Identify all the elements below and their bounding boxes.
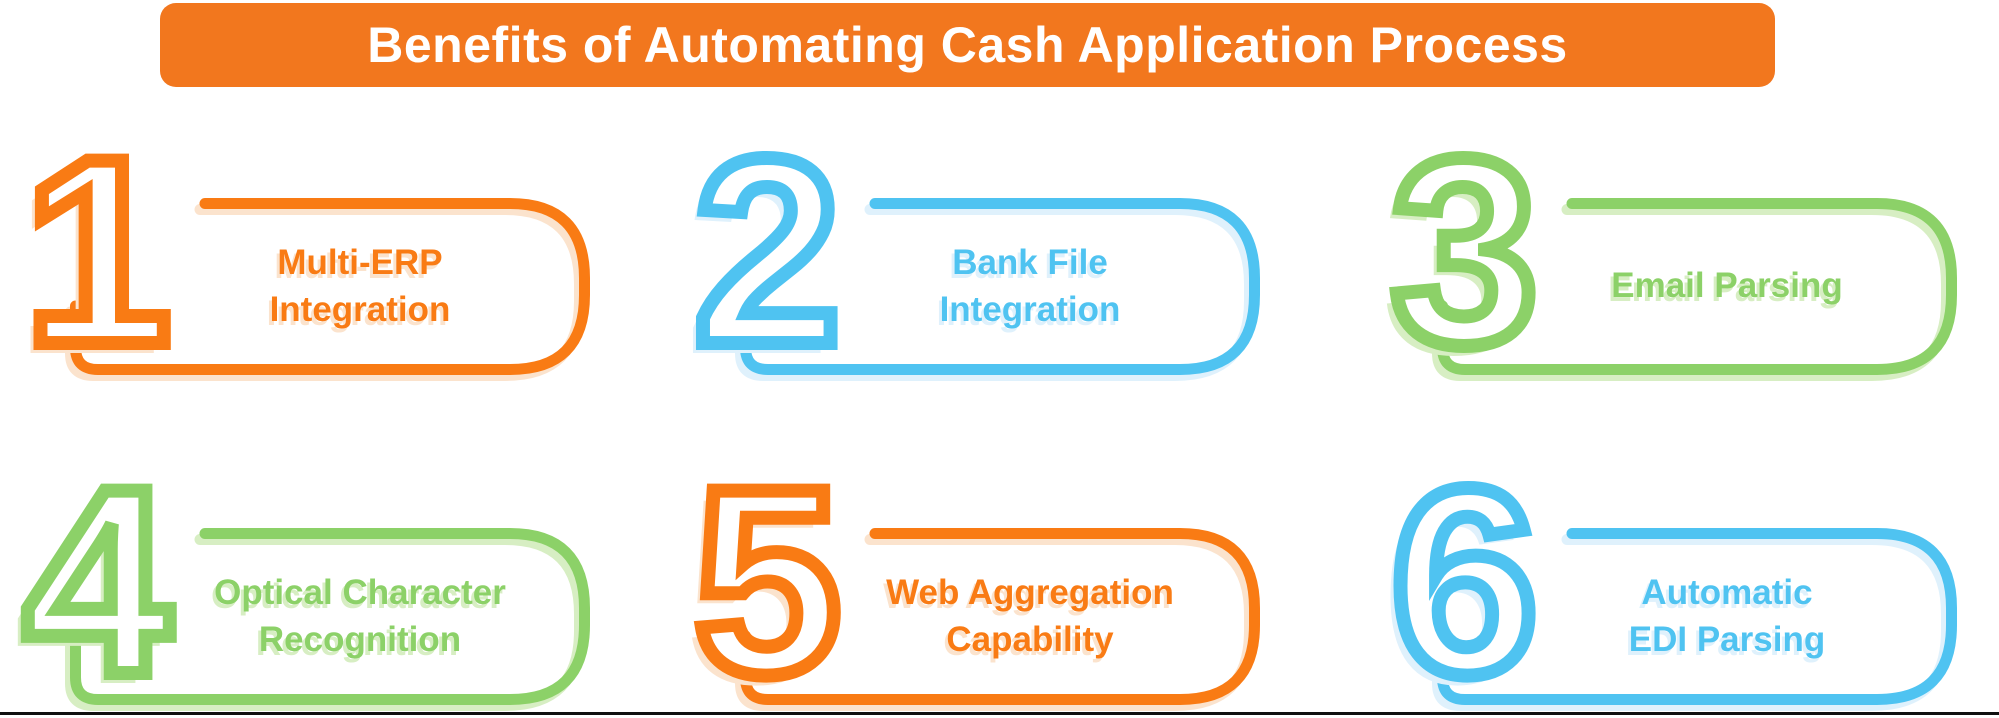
item-label: Multi-ERP Integration — [269, 242, 451, 329]
item-label: Optical Character Recognition — [214, 572, 506, 659]
item-label: Automatic EDI Parsing — [1628, 572, 1826, 659]
item-label: Web Aggregation Capability — [886, 572, 1174, 659]
benefit-card-2: 2 Bank File Integration — [687, 113, 1260, 392]
item-label: Bank File Integration — [939, 242, 1121, 329]
benefit-card-6: 6 Automatic EDI Parsing — [1384, 443, 1957, 718]
card-outline — [70, 528, 590, 705]
benefit-card-3: 3 Email Parsing — [1384, 113, 1957, 392]
page-title: Benefits of Automating Cash Application … — [367, 17, 1568, 73]
item-label: Email Parsing — [1611, 266, 1843, 306]
card-outline — [740, 528, 1260, 705]
card-outline — [740, 198, 1260, 375]
title-banner: Benefits of Automating Cash Application … — [160, 3, 1775, 87]
card-outline — [1437, 528, 1957, 705]
benefit-card-1: 1 Multi-ERP Integration — [17, 113, 590, 392]
card-outline — [1437, 198, 1957, 375]
benefit-card-4: 4 Optical Character Recognition — [17, 443, 590, 718]
benefit-card-5: 5 Web Aggregation Capability — [687, 443, 1260, 718]
card-outline — [70, 198, 590, 375]
bottom-border-line — [0, 712, 1999, 715]
